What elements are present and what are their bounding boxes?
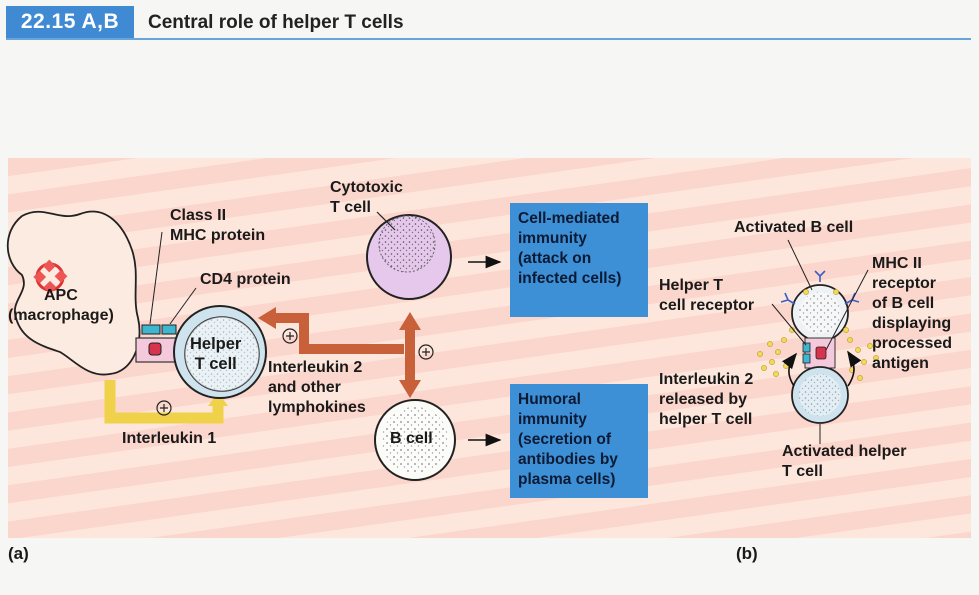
cd4-marker bbox=[161, 324, 177, 335]
interleukin1-arrow bbox=[104, 380, 224, 424]
header-divider bbox=[6, 38, 971, 40]
cytotoxic-t-cell-label: Cytotoxic T cell bbox=[330, 179, 403, 216]
interleukin2-label: Interleukin 2 and other lymphokines bbox=[268, 359, 366, 416]
apc-label: APC (macrophage) bbox=[8, 287, 114, 324]
mhc2-antigen-marker bbox=[815, 346, 827, 360]
class2-leader bbox=[149, 231, 163, 325]
helper-t-receptor-label: Helper T cell receptor bbox=[659, 277, 755, 314]
plus-symbol-il1 bbox=[156, 400, 172, 416]
cd4-protein-label: CD4 protein bbox=[200, 271, 291, 288]
figure-number-badge: 22.15 A,B bbox=[6, 6, 134, 38]
plus-symbol-vertical bbox=[418, 344, 434, 360]
interleukin2-curved-arrow-right bbox=[847, 350, 862, 387]
interleukin2-feedback-arrow bbox=[274, 313, 404, 354]
interleukin1-label: Interleukin 1 bbox=[122, 430, 217, 447]
helper-t-cell-label: Helper T cell bbox=[190, 335, 242, 373]
figure-title: Central role of helper T cells bbox=[148, 12, 404, 33]
helper-receptor-marker bbox=[802, 342, 811, 353]
class2-mhc-label: Class II MHC protein bbox=[170, 207, 266, 244]
mhc2-leader bbox=[825, 269, 869, 351]
apc-macrophage-shape bbox=[6, 210, 141, 376]
activated-b-cell-label: Activated B cell bbox=[734, 219, 854, 236]
plus-symbol-il2 bbox=[282, 328, 298, 344]
interleukin2-curved-arrow-left bbox=[782, 352, 797, 387]
activated-b-leader bbox=[787, 239, 813, 291]
antigen-marker bbox=[148, 342, 162, 356]
b-cell-receptor-icons bbox=[780, 270, 860, 305]
panel-b-label: (b) bbox=[736, 544, 758, 563]
cell-mediated-immunity-box: Cell-mediated immunity (attack on infect… bbox=[510, 203, 648, 317]
interleukin2-released-label: Interleukin 2 released by helper T cell bbox=[659, 371, 754, 428]
mhc2-receptor-label: MHC II receptor of B cell displaying pro… bbox=[872, 255, 953, 372]
helper-receptor-leader bbox=[771, 303, 807, 346]
cd4-leader bbox=[169, 287, 197, 325]
humoral-immunity-box: Humoral immunity (secretion of antibodie… bbox=[510, 384, 648, 498]
b-cell-label: B cell bbox=[390, 430, 433, 447]
helper-receptor-marker-2 bbox=[802, 353, 811, 364]
antigen-vacuole-icon bbox=[33, 259, 68, 294]
activated-helper-t-label: Activated helper T cell bbox=[782, 443, 907, 480]
panel-a-label: (a) bbox=[8, 544, 29, 563]
class2-mhc-marker bbox=[141, 324, 161, 335]
